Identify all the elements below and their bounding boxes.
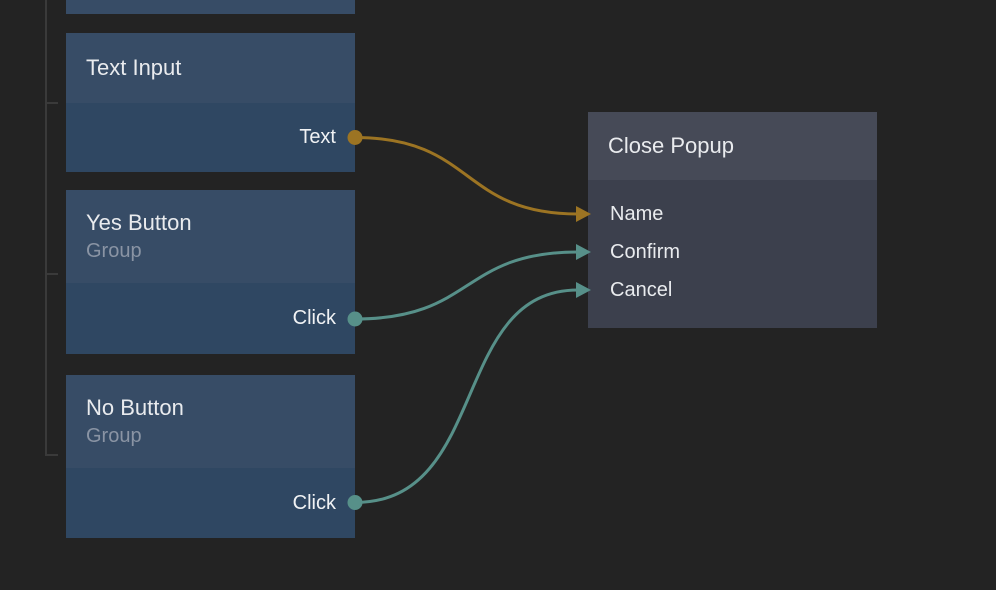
node-title: Yes Button — [86, 209, 192, 235]
node-body: Text — [66, 103, 355, 172]
node-header: Close Popup — [588, 112, 877, 180]
tree-branch-line — [45, 0, 47, 456]
output-port-label: Click — [292, 307, 336, 329]
node-clipped-top[interactable] — [66, 0, 355, 14]
node-subtitle: Group — [86, 424, 142, 447]
node-no-button[interactable]: No Button Group Click — [66, 375, 355, 538]
input-port-cancel[interactable]: Cancel — [610, 278, 673, 301]
node-title: Text Input — [86, 55, 182, 80]
node-body: Click — [66, 468, 355, 538]
input-port-name[interactable]: Name — [610, 202, 664, 225]
node-body: Click — [66, 283, 355, 354]
node-title: Close Popup — [608, 133, 734, 158]
node-header: No Button Group — [66, 375, 355, 468]
node-header: Yes Button Group — [66, 190, 355, 283]
node-header: Text Input — [66, 33, 355, 103]
tree-branch-tick — [45, 273, 58, 275]
tree-branch-tick — [45, 102, 58, 104]
output-port-label: Text — [299, 126, 336, 148]
node-text-input[interactable]: Text Input Text — [66, 33, 355, 172]
node-body: Name Confirm Cancel — [588, 180, 877, 328]
input-port-confirm[interactable]: Confirm — [610, 240, 681, 263]
wire-yesclick-to-confirm[interactable] — [354, 250, 579, 321]
node-close-popup[interactable]: Close Popup Name Confirm Cancel — [588, 112, 877, 328]
wire-noclick-to-cancel[interactable] — [354, 288, 579, 504]
node-subtitle: Group — [86, 239, 142, 262]
output-port-label: Click — [292, 491, 336, 514]
wire-text-to-name[interactable] — [354, 136, 579, 216]
node-yes-button[interactable]: Yes Button Group Click — [66, 190, 355, 354]
node-title: No Button — [86, 394, 184, 420]
tree-branch-tick — [45, 454, 58, 456]
